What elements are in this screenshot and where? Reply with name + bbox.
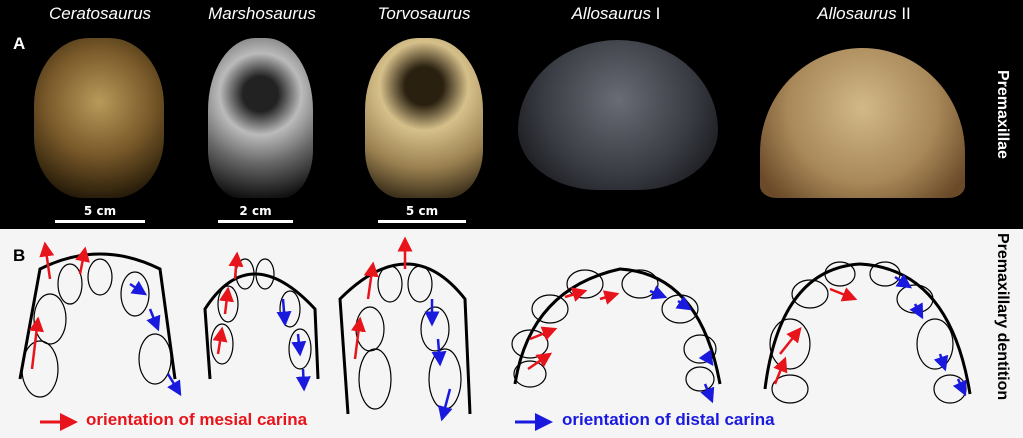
mesial-carina-arrows (29, 236, 858, 385)
taxon-torvosaurus: Torvosaurus (377, 4, 471, 23)
side-label-premaxillae: Premaxillae (994, 70, 1011, 159)
legend-mesial-label: orientation of mesial carina (86, 410, 308, 429)
specimen-photo-torvosaurus (365, 38, 483, 198)
outline-ceratosaurus (18, 252, 177, 380)
specimen-photo-ceratosaurus (34, 38, 164, 198)
taxon-allosaurus-2: Allosaurus II (817, 4, 911, 23)
outline-marshosaurus (203, 272, 320, 380)
panel-b-dentition: B (0, 229, 1023, 438)
scale-bar-marshosaurus: 2 cm (218, 204, 293, 223)
panel-a-premaxillae: A Ceratosaurus Marshosaurus Torvosaurus … (0, 0, 1023, 229)
dentition-diagrams (18, 236, 972, 431)
panel-b-label: B (13, 246, 26, 265)
specimen-photo-marshosaurus (208, 38, 313, 198)
specimen-photo-allosaurus-1 (518, 40, 718, 190)
taxon-allosaurus-1: Allosaurus I (571, 4, 661, 23)
legend-distal-label: orientation of distal carina (562, 410, 775, 429)
specimen-photo-allosaurus-2 (760, 48, 965, 198)
panel-a-label: A (13, 34, 26, 53)
taxon-ceratosaurus: Ceratosaurus (48, 4, 152, 23)
scale-bar-ceratosaurus: 5 cm (55, 204, 145, 223)
outline-allosaurus-1 (513, 267, 722, 385)
side-label-premaxillary-dentition: Premaxillary dentition (994, 233, 1011, 401)
outline-allosaurus-2 (763, 262, 972, 395)
scale-bar-torvosaurus: 5 cm (378, 204, 466, 223)
distal-carina-arrows (129, 273, 967, 422)
taxon-marshosaurus: Marshosaurus (208, 4, 316, 23)
